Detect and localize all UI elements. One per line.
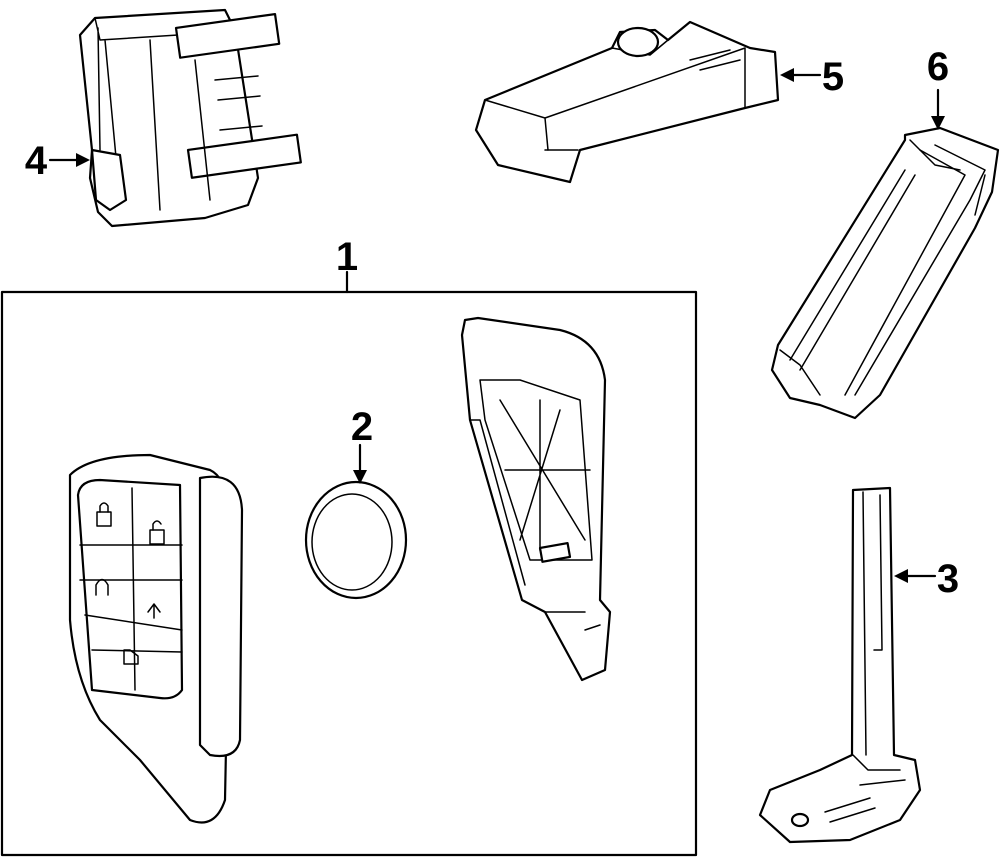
assembly-box-1: [0, 290, 698, 857]
callout-4: 4: [25, 139, 48, 183]
unlock-icon: [149, 520, 165, 545]
part-4-receiver-module: [78, 8, 302, 228]
part-3-key-blade: [758, 486, 922, 844]
part-5-sensor: [474, 20, 780, 184]
callout-2: 2: [351, 405, 373, 449]
callout-1: 1: [336, 235, 358, 279]
callout-5: 5: [822, 55, 844, 99]
callout-3: 3: [937, 557, 959, 601]
part-2-battery: [304, 480, 408, 600]
fob-housing: [460, 316, 612, 682]
part-6-bracket: [770, 126, 1000, 420]
trunk-release-icon: [147, 603, 161, 619]
key-fob: [68, 453, 244, 824]
leader-lines: [48, 68, 945, 583]
panic-icon: [123, 649, 139, 665]
lock-icon: [96, 502, 112, 527]
callout-6: 6: [927, 45, 949, 89]
